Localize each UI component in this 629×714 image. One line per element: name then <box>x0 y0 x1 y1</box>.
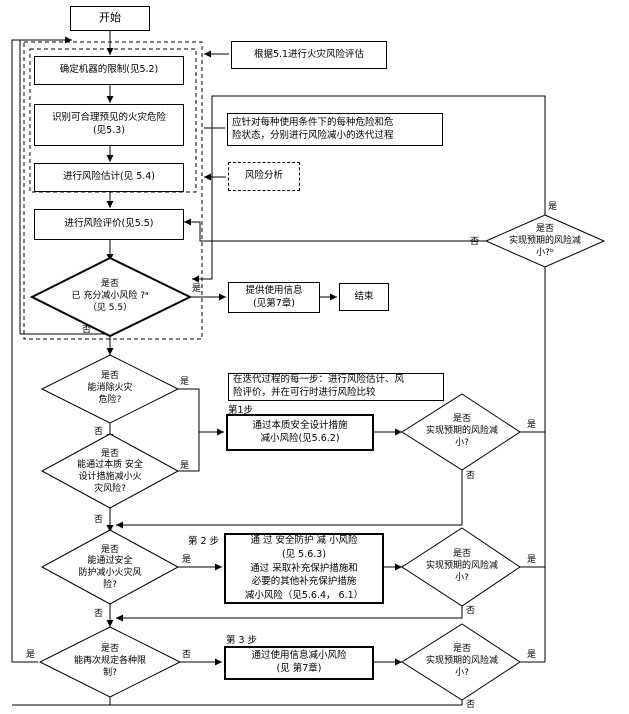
no-label-eliminate: 否 <box>94 427 104 437</box>
step1-label: 第1步 <box>228 405 254 416</box>
decision-achieved-2-label: 是否 实现预期的风险减 小? <box>425 549 498 583</box>
yes-label-respec: 是 <box>26 650 36 660</box>
step2-label: 第 2 步 <box>188 536 220 547</box>
decision-achieved-3-label: 是否 实现预期的风险减 小? <box>425 644 498 678</box>
decision-achieved-top-label: 是否 实现预期的风险减 小?ᵇ <box>508 224 581 258</box>
end-node: 结束 <box>339 283 389 311</box>
iterative-process-note: 应针对每种使用条件下的每种危险和危 险状态，分别进行风险减小的迭代过程 <box>227 113 443 146</box>
assessment-note: 根据5.1进行火灾风险评估 <box>231 41 387 69</box>
step3-info-for-use-box: 通过使用信息减小风险 (见 第7章) <box>224 646 374 680</box>
no-label-achieved-2: 否 <box>466 606 476 616</box>
no-label-guard: 否 <box>94 609 104 619</box>
no-label-inherent: 否 <box>94 515 104 525</box>
risk-analysis-frame <box>29 48 197 193</box>
start-node: 开始 <box>70 6 150 31</box>
yes-label-achieved-2: 是 <box>527 555 537 565</box>
yes-label-guard: 是 <box>182 555 192 565</box>
yes-label-adequate: 是 <box>192 284 202 294</box>
provide-info-box: 提供使用信息 (见第7章) <box>228 282 320 313</box>
decision-achieved-1-label: 是否 实现预期的风险减 小? <box>425 414 498 448</box>
decision-guard-label: 是否 能通过安全 防护减小火灾风 险? <box>78 544 142 590</box>
risk-evaluation-box: 进行风险评价(见5.5) <box>34 209 184 240</box>
yes-label-eliminate: 是 <box>180 377 190 387</box>
iteration-each-step-note: 在迭代过程的每一步：进行风险估计、风 险评价，并在可行时进行风险比较 <box>228 373 444 401</box>
step1-inherent-design-box: 通过本质安全设计措施 减小风险(见5.6.2) <box>226 414 374 451</box>
decision-adequate-label: 是否 已 充分减小风险 ?ᵃ （见 5.5） <box>71 279 149 313</box>
decision-achieved-3-shape <box>401 623 521 701</box>
risk-analysis-note: 风险分析 <box>228 162 300 191</box>
yes-label-achieved-3: 是 <box>527 650 537 660</box>
no-label-respec: 否 <box>182 650 192 660</box>
decision-guard-shape <box>40 529 180 605</box>
yes-label-achieved-top: 是 <box>548 202 558 212</box>
step3-label: 第 3 步 <box>226 635 258 646</box>
no-label-achieved-3: 否 <box>466 700 476 710</box>
decision-eliminate-shape <box>40 354 180 424</box>
identify-hazards-box: 识别可合理预见的火灾危险 (见5.3) <box>34 104 184 146</box>
decision-inherent-label: 是否 能通过本质 安全 设计措施减小火 灾风险? <box>77 448 143 494</box>
decision-adequate-shape <box>29 256 193 338</box>
decision-respec-label: 是否 能再次规定各种限 制? <box>73 644 146 678</box>
decision-respec-shape <box>38 626 182 698</box>
decision-achieved-2-shape <box>401 527 521 607</box>
risk-assessment-frame <box>23 41 203 340</box>
yes-label-inherent: 是 <box>180 461 190 471</box>
step2-safeguarding-box: 通 过 安全防护 减 小风险 (见 5.6.3) 通过 采取补充保护措施和 必要… <box>224 533 384 604</box>
no-label-achieved-top: 否 <box>470 237 480 247</box>
decision-eliminate-label: 是否 能消除火灾 危险? <box>87 371 133 405</box>
risk-estimation-box: 进行风险估计(见 5.4) <box>34 163 184 192</box>
no-label-achieved-1: 否 <box>466 471 476 481</box>
no-label-adequate: 否 <box>82 325 92 335</box>
decision-inherent-shape <box>40 433 180 509</box>
decision-achieved-1-shape <box>401 393 521 471</box>
decision-achieved-top-shape <box>484 214 606 268</box>
determine-limits-box: 确定机器的限制(见5.2) <box>34 56 184 85</box>
yes-label-achieved-1: 是 <box>527 420 537 430</box>
